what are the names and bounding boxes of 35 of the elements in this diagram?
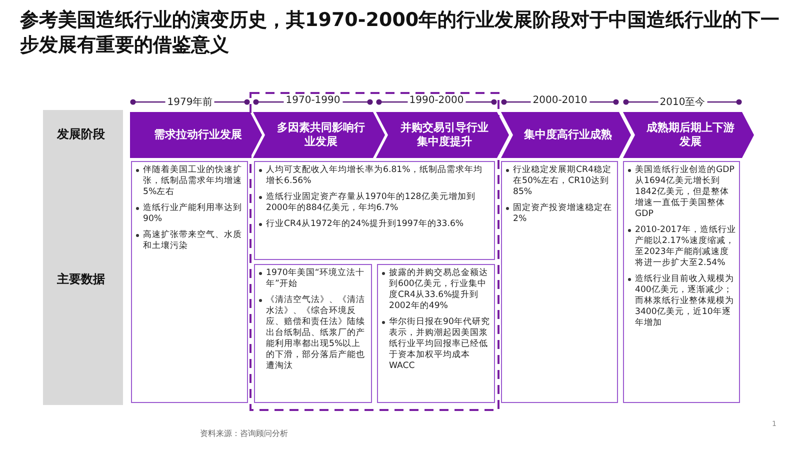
period-label: 1970-1990 [284,95,342,106]
bullet-text: 高速扩张带来空气、水质和土壤污染 [143,230,242,251]
period-label: 2010至今 [658,95,708,109]
stage-banner: 多因素共同影响行业发展 [253,112,385,158]
period-label: 1990-2000 [407,95,466,106]
stage-banner: 并购交易引导行业集中度提升 [376,112,509,158]
title: 参考美国造纸行业的演变历史，其1970-2000年的行业发展阶段对于中国造纸行业的下一步发展有重要的借鉴意义 [20,8,780,58]
bullet-text: 造纸行业目前收入规模为400亿美元，逐渐减少；而林浆纸行业整体规模为3400亿美元，近10年逐年增加 [635,274,734,328]
data-box [254,161,495,260]
bullet-text: 1970年美国“环境立法十年”开始 [266,268,364,289]
bullet-text: 行业稳定发展期CR4稳定在50%左右，CR10达到85% [513,165,612,197]
bullet-text: 《清洁空气法》、《清洁水法》、《综合环境反应、赔偿和责任法》陆续出台纸制品、纸浆厂的产能利用率都出现5%以上的下滑，部分落后产能也遭淘汰 [266,295,365,371]
row-heading: 发展阶段 [57,126,105,143]
bullet-text: 披露的并购交易总金额达到600亿美元，行业集中度CR4从33.6%提升到2002年的49% [389,268,488,311]
bullet-text: 行业CR4从1972年的24%提升到1997年的33.6% [266,219,464,229]
bullet-text: 固定资产投资增速稳定在2% [513,203,612,224]
bullet-text: 造纸行业固定资产存量从1970年的128亿美元增加到2000年的884亿美元，年均6.7% [266,192,476,213]
bullet-text: 人均可支配收入年均增长率为6.81%，纸制品需求年均增长6.56% [266,165,482,186]
bullet-text: 美国造纸行业创造的GDP从1694亿美元增长到1842亿美元，但是整体增速一直低于美国整体GDP [635,165,734,219]
bullet-text: 2010-2017年，造纸行业产能以2.17%速度缩减，至2023年产能削减速度将进一步扩大至2.54% [635,225,736,268]
stage-banner: 成熟期后期上下游发展 [623,112,754,158]
data-box [623,161,740,403]
data-box [377,264,495,403]
data-box [254,264,372,403]
bullet-text: 伴随着美国工业的快速扩张，纸制品需求年均增速5%左右 [143,165,242,197]
bullet-text: 造纸行业产能利用率达到90% [143,203,242,224]
row-heading: 主要数据 [57,271,105,288]
bullet-text: 华尔街日报在90年代研究表示，并购潮起因美国浆纸行业平均回报率已经低于资本加权平均成本WACC [389,317,490,371]
period-label: 1979年前 [165,95,215,109]
stage-banner: 集中度高行业成熟 [501,112,631,158]
data-box [131,161,248,403]
data-box [501,161,618,403]
stage-banner: 需求拉动行业发展 [130,112,262,158]
source-note: 资料来源：咨询顾问分析 [200,428,288,439]
period-label: 2000-2010 [530,95,590,106]
